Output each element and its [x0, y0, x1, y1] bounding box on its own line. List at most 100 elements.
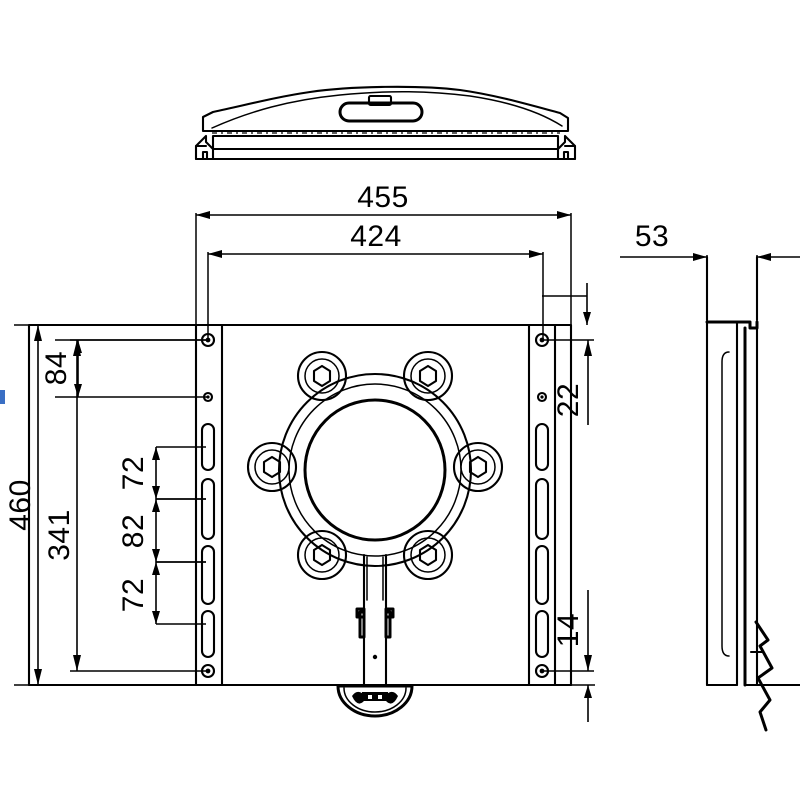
bottom-logo-tab: [336, 684, 414, 718]
right-side-view: [705, 255, 800, 732]
arrow-84-bottom: [74, 384, 82, 397]
right-rail: [527, 323, 557, 687]
top-dimensions: 455 424: [195, 181, 572, 340]
arrow-460-bottom: [34, 669, 42, 685]
arrow-455-right: [557, 211, 571, 219]
dim-label-460: 460: [4, 479, 37, 531]
vesa-hex-2: [418, 364, 438, 388]
arrow-424-right: [529, 250, 543, 258]
vesa-boss-3: [246, 441, 298, 493]
section-right-end: [556, 134, 577, 161]
stem-center-dot: [372, 654, 378, 660]
arrow-84-top: [74, 340, 82, 353]
right-dimensions: 22 14: [542, 283, 595, 722]
arrow-72a-top: [152, 447, 160, 460]
vesa-hex-5: [312, 543, 332, 567]
dim-label-424: 424: [350, 220, 402, 253]
logo-tab-inner: [343, 687, 407, 713]
vesa-washer-6: [410, 537, 446, 573]
cover-upper-shell: [201, 85, 570, 133]
logo-mark-cutouts: [368, 695, 382, 699]
logo-tab-outline: [336, 684, 414, 718]
edge-artifact: [0, 390, 5, 404]
cover-center-boss: [367, 94, 393, 107]
dim-label-84: 84: [40, 351, 73, 385]
side-view-pocket: [721, 351, 730, 657]
arrow-82-bottom: [152, 549, 160, 562]
vesa-ring-assembly: [246, 350, 504, 581]
stem-clamp-right-head: [384, 607, 395, 619]
vesa-washer-4: [460, 449, 496, 485]
right-rail-hole-mid: [536, 391, 548, 403]
arrow-top-tick: [583, 312, 591, 325]
cover-handle-grip: [338, 101, 424, 123]
vesa-bolt-5: [296, 529, 348, 581]
logo-mark-center: [362, 692, 388, 701]
vesa-boss-5: [296, 529, 348, 581]
left-rail-slot-3: [200, 544, 216, 606]
vesa-hex-6: [418, 543, 438, 567]
arrow-53-right: [757, 253, 771, 261]
right-rail-slot-4: [534, 609, 550, 659]
vesa-hex-3: [262, 455, 282, 479]
side-view-leader-mark: [754, 620, 774, 732]
vesa-bolt-6: [402, 529, 454, 581]
arrow-72a-bottom: [152, 486, 160, 499]
section-left-end: [194, 134, 215, 161]
vesa-ring-bore: [303, 398, 447, 542]
front-view: [27, 323, 573, 718]
vesa-washer-1: [304, 358, 340, 394]
vesa-boss-6: [402, 529, 454, 581]
arrow-53-left: [693, 253, 707, 261]
cover-inner-curve: [211, 90, 563, 129]
dim-label-455: 455: [357, 181, 409, 214]
right-rail-slot-1: [534, 422, 550, 472]
vesa-washer-2: [410, 358, 446, 394]
arrow-424-left: [208, 250, 222, 258]
left-rail-slot-4: [200, 609, 216, 659]
logo-mark-right: [385, 691, 398, 704]
dim-label-341: 341: [43, 509, 76, 561]
left-rail-slot-2: [200, 477, 216, 541]
arrow-72b-bottom: [152, 611, 160, 624]
dim-label-72-upper: 72: [117, 456, 150, 490]
right-rail-slot-2: [534, 477, 550, 541]
arrow-460-top: [34, 325, 42, 341]
center-stem: [355, 553, 395, 688]
vesa-hex-4: [468, 455, 488, 479]
vesa-boss-1: [296, 350, 348, 402]
dim-label-72-lower: 72: [117, 578, 150, 612]
section-base-plate: [211, 134, 560, 151]
dim-label-14: 14: [552, 613, 585, 647]
vesa-hex-1: [312, 364, 332, 388]
arrow-bottom-tick: [584, 685, 592, 698]
vesa-washer-3: [254, 449, 290, 485]
logo-mark-left: [352, 691, 365, 704]
vesa-boss-4: [452, 441, 504, 493]
vesa-boss-2: [402, 350, 454, 402]
dim-label-53: 53: [635, 220, 669, 253]
arrow-341-bottom: [73, 655, 81, 671]
stem-clamp-right-bar: [384, 610, 392, 639]
arrow-82-top: [152, 499, 160, 512]
side-view-flange-refs: [705, 255, 759, 322]
arrow-72b-top: [152, 562, 160, 575]
left-dimensions: 460 341 84 72 82 72: [4, 324, 208, 686]
arrow-455-left: [196, 211, 210, 219]
right-rail-hole-mid-center: [540, 395, 544, 399]
stem-clamp-left-head: [355, 607, 366, 619]
vesa-bolt-3: [246, 441, 298, 493]
arrow-22: [584, 340, 592, 356]
side-view-top-step: [705, 320, 759, 330]
dim-label-82: 82: [117, 514, 150, 548]
vesa-bolt-2: [402, 350, 454, 402]
vesa-washer-5: [304, 537, 340, 573]
arrow-14: [584, 655, 592, 671]
dim-label-22: 22: [552, 383, 585, 417]
vesa-bolt-4: [452, 441, 504, 493]
top-section-view: [194, 85, 577, 161]
vesa-bolt-1: [296, 350, 348, 402]
